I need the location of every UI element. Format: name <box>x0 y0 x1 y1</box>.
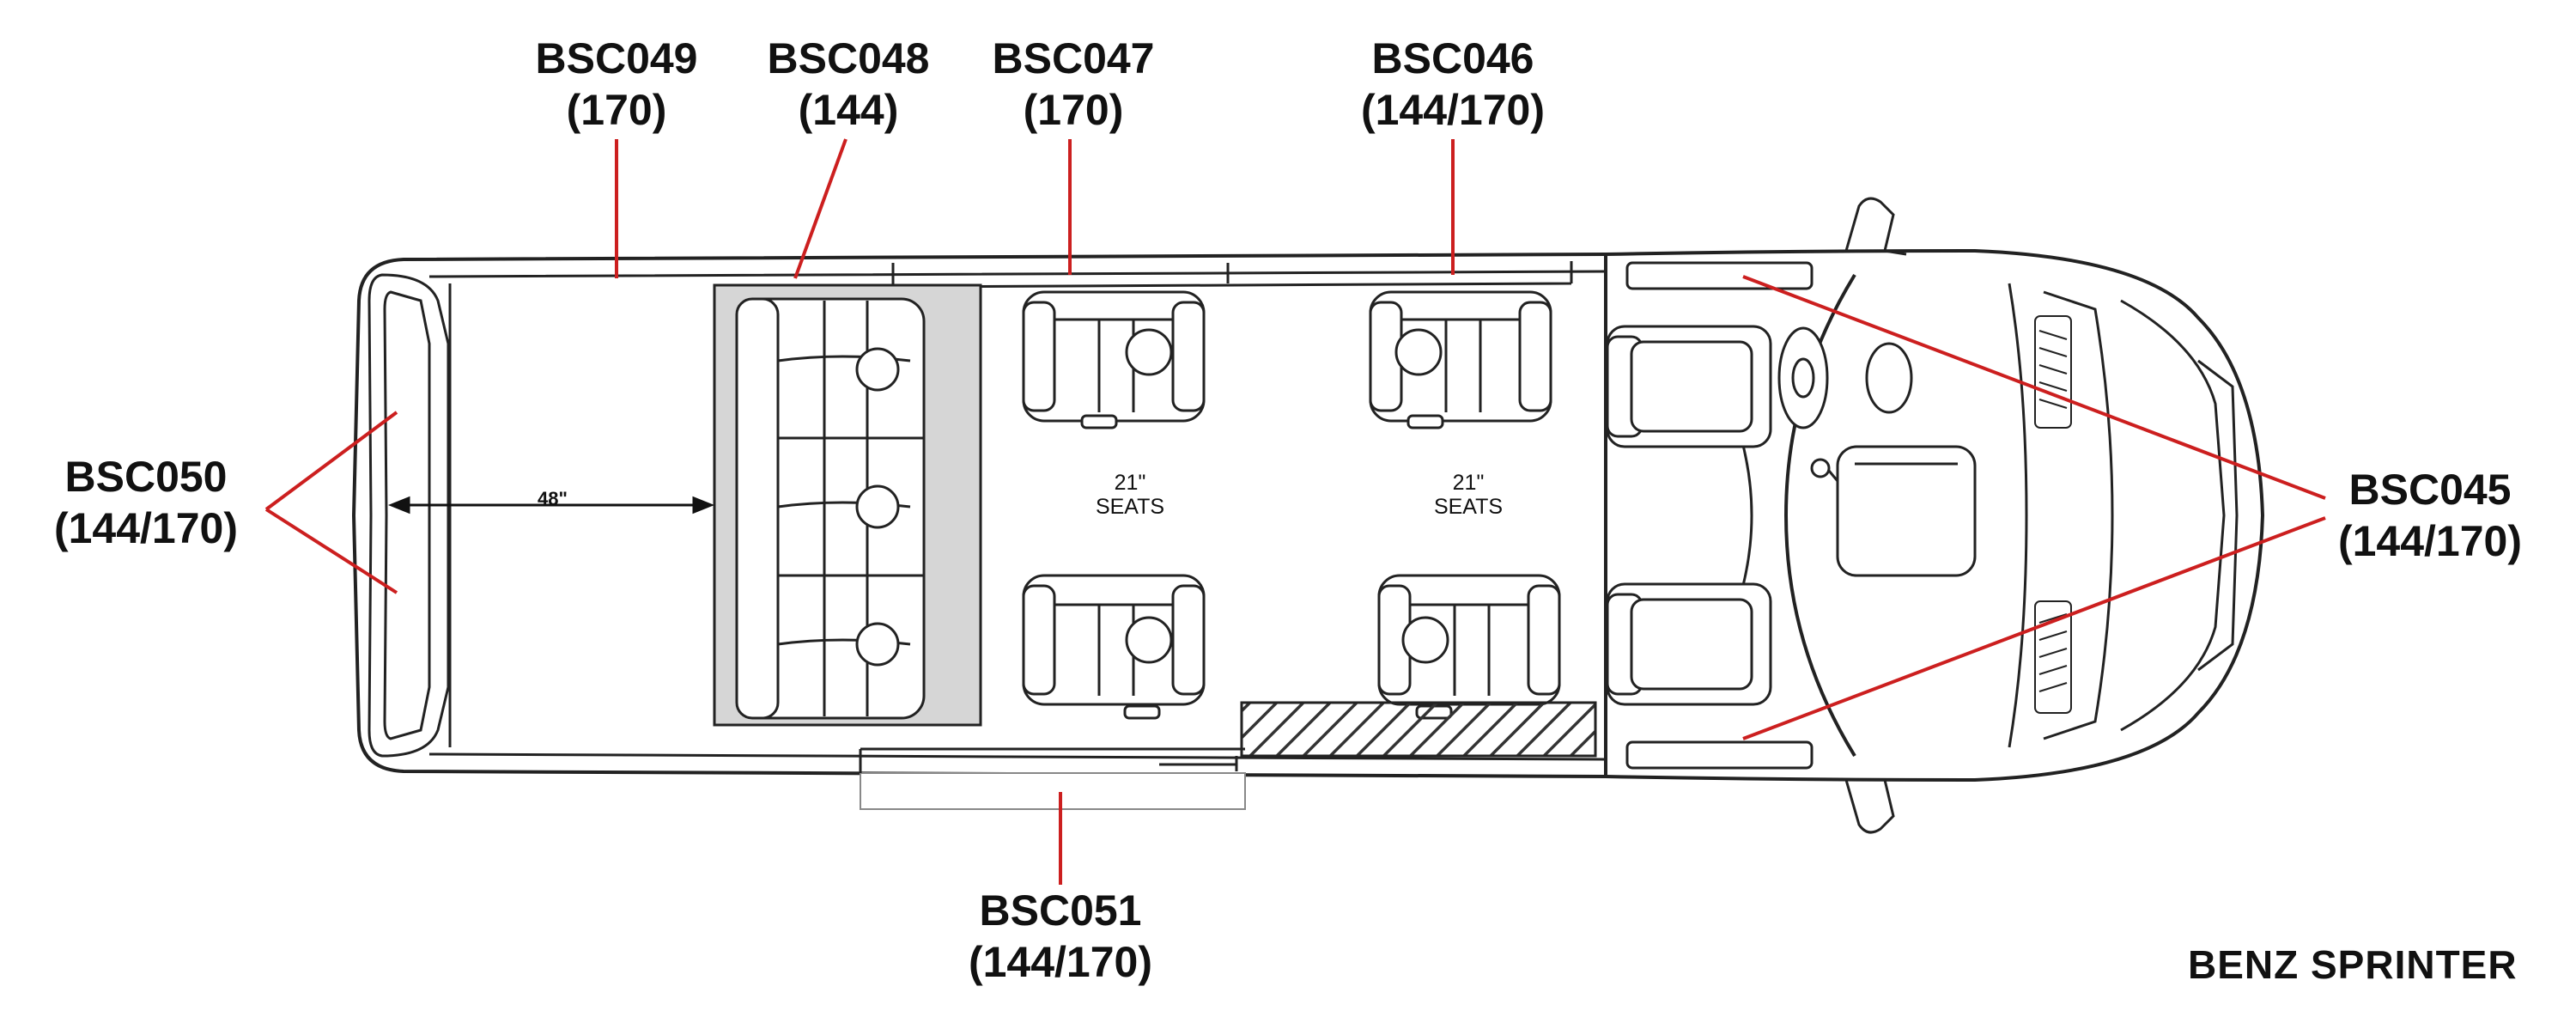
callout-bsc050-code: BSC050 <box>64 453 228 501</box>
bottom-side-rail <box>1159 756 1238 771</box>
seat-row2-top <box>1369 290 1552 429</box>
callout-bsc049: BSC049 (170) <box>531 33 702 136</box>
dimension-arrow-48 <box>387 496 715 515</box>
cab-sill-top <box>1625 261 1814 290</box>
callout-bsc045: BSC045 (144/170) <box>2318 464 2542 567</box>
callout-bsc046: BSC046 (144/170) <box>1350 33 1556 136</box>
seat-row1-top <box>1022 290 1206 429</box>
callout-bsc046-spec: (144/170) <box>1360 86 1546 134</box>
mirror-top <box>1844 197 1895 252</box>
hood-outline <box>2120 299 2226 732</box>
dashboard-inner-curve <box>2008 283 2028 748</box>
callout-bsc047-code: BSC047 <box>992 34 1155 82</box>
gear-shift <box>1810 458 1839 482</box>
passenger-seat <box>1606 582 1772 706</box>
front-grille <box>2197 359 2239 672</box>
leader-bsc048 <box>793 138 848 279</box>
mirror-top-arm <box>1884 249 1907 256</box>
seat-row1-bottom <box>1022 574 1206 720</box>
callout-bsc049-code: BSC049 <box>535 34 698 82</box>
van-inner-outline <box>428 270 1607 761</box>
hood-vent-top <box>2034 315 2072 429</box>
callout-bsc047-spec: (170) <box>1023 86 1124 134</box>
cab-seats <box>1606 325 1977 706</box>
steering-wheel <box>1777 326 1829 429</box>
callout-bsc046-code: BSC046 <box>1371 34 1534 82</box>
seat-spacing-1-text: SEATS <box>1095 495 1165 519</box>
callout-bsc048: BSC048 (144) <box>758 33 939 136</box>
callout-bsc051: BSC051 (144/170) <box>953 885 1168 988</box>
callout-bsc045-spec: (144/170) <box>2337 517 2523 565</box>
leader-bsc050-a <box>264 411 398 511</box>
seat-spacing-2-size: 21" <box>1452 471 1485 495</box>
driver-seat <box>1606 325 1772 448</box>
callout-bsc050-spec: (144/170) <box>53 504 239 552</box>
leader-bsc045-a <box>1742 275 2326 500</box>
leader-bsc050-b <box>264 508 398 594</box>
windshield <box>2043 290 2114 740</box>
mirror-bottom <box>1844 779 1895 834</box>
center-console <box>1836 445 1977 577</box>
rear-bench-seat <box>735 297 926 720</box>
entry-step-hatched <box>1240 701 1597 758</box>
dimension-label: 48" <box>538 488 568 509</box>
callout-bsc051-spec: (144/170) <box>968 938 1153 986</box>
rear-door-inner <box>383 290 431 740</box>
cab-sill-bottom <box>1625 740 1814 770</box>
seat-spacing-1-size: 21" <box>1114 471 1146 495</box>
running-board <box>860 772 1246 810</box>
seat-row2-bottom <box>1377 574 1561 720</box>
rear-door-outline <box>368 273 450 758</box>
callout-bsc051-code: BSC051 <box>979 886 1142 935</box>
callout-bsc048-code: BSC048 <box>767 34 930 82</box>
dash-round-element <box>1865 342 1913 414</box>
leader-lines <box>264 138 2326 885</box>
hood-vent-bottom <box>2034 600 2072 714</box>
leader-bsc045-b <box>1742 516 2326 740</box>
callout-bsc049-spec: (170) <box>566 86 667 134</box>
callout-bsc045-code: BSC045 <box>2348 466 2512 514</box>
van-body <box>351 197 2265 834</box>
seat-spacing-label-1: 21" SEATS <box>1078 471 1182 519</box>
callout-bsc047: BSC047 (170) <box>983 33 1163 136</box>
van-hull-outline <box>351 248 2265 783</box>
seat-spacing-label-2: 21" SEATS <box>1417 471 1520 519</box>
captain-seats <box>1022 290 1561 720</box>
callout-bsc050: BSC050 (144/170) <box>39 451 253 554</box>
callout-bsc048-spec: (144) <box>798 86 899 134</box>
vehicle-model-label: BENZ SPRINTER <box>2188 942 2518 987</box>
seat-spacing-2-text: SEATS <box>1433 495 1504 519</box>
